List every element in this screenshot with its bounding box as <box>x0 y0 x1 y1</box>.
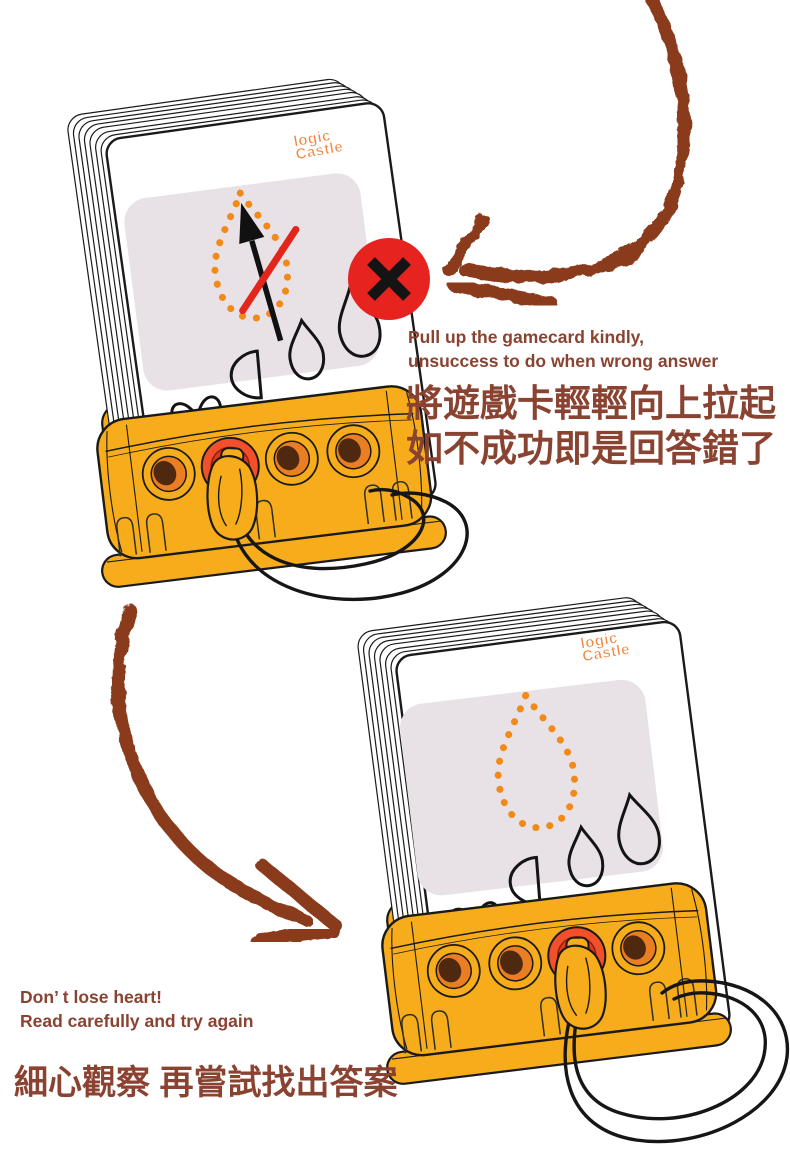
top-instruction-zh: 將遊戲卡輕輕向上拉起 如不成功即是回答錯了 <box>406 381 776 471</box>
crayon-arrow-right-icon <box>112 603 343 947</box>
stylus-cord-outer <box>563 979 790 1144</box>
top-instruction-en: Pull up the gamecard kindly, unsuccess t… <box>408 326 718 373</box>
top-instruction-zh-line1: 將遊戲卡輕輕向上拉起 <box>406 383 776 424</box>
bottom-instruction-zh: 細心觀察 再嘗試找出答案 <box>14 1062 397 1104</box>
top-instruction-en-line2: unsuccess to do when wrong answer <box>408 350 719 371</box>
bottom-instruction-en: Don’ t lose heart! Read carefully and tr… <box>20 986 253 1033</box>
wrong-x-icon <box>367 257 411 301</box>
crayon-arrow-left-icon <box>442 0 691 309</box>
bottom-instruction-zh-line1: 細心觀察 再嘗試找出答案 <box>14 1064 398 1102</box>
crayon-arrow-top <box>442 0 691 309</box>
top-instruction-zh-line2: 如不成功即是回答錯了 <box>406 428 776 469</box>
stylus-cord-outer <box>228 491 469 601</box>
top-device-illustration: logic Castle <box>67 78 469 601</box>
logo-line1: logic <box>579 630 619 653</box>
bottom-instruction-en-line1: Don’ t lose heart! <box>20 987 162 1007</box>
red-slash-icon <box>239 225 300 315</box>
stylus-cord <box>232 487 426 571</box>
up-arrow-icon <box>239 202 284 342</box>
card-panel <box>400 679 663 896</box>
crayon-arrow-bottom <box>112 603 343 947</box>
bottom-instruction-en-line2: Read carefully and try again <box>20 1010 254 1031</box>
logo-line1: logic <box>292 127 332 150</box>
bottom-device-illustration: logic Castle <box>357 597 790 1144</box>
stylus-cord <box>572 991 767 1121</box>
wrong-mark <box>348 238 430 320</box>
top-instruction-en-line1: Pull up the gamecard kindly, <box>408 327 644 347</box>
